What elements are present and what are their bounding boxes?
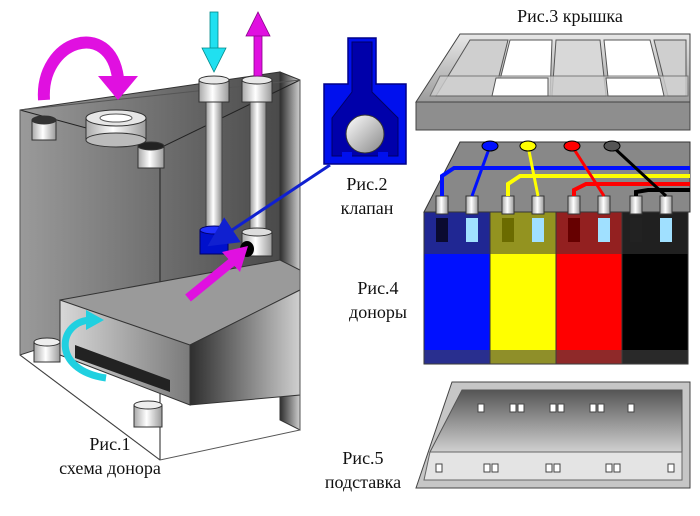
fig4-title: Рис.4	[357, 278, 399, 298]
fig1-title: Рис.1	[89, 434, 131, 454]
fig4-caption: доноры	[349, 302, 407, 322]
fig1-label: Рис.1 схема донора	[20, 432, 200, 480]
cyan-down-arrow	[201, 11, 227, 73]
fig2-label: Рис.2 клапан	[322, 172, 412, 220]
top-port-right	[137, 141, 165, 169]
stand-pins	[435, 403, 675, 473]
magenta-curved-arrow	[37, 36, 138, 101]
top-port-left	[31, 115, 57, 141]
fill-port	[85, 109, 147, 148]
donors	[423, 140, 691, 365]
stand	[415, 381, 691, 489]
fig5-label: Рис.5 подставка	[304, 446, 422, 494]
bottom-port-right	[133, 400, 163, 428]
fig1-caption: схема донора	[59, 458, 161, 478]
bottom-port-left	[33, 337, 61, 363]
fig2-title: Рис.2	[346, 174, 388, 194]
tube-right	[240, 75, 273, 257]
magenta-up-arrow	[245, 11, 271, 77]
lid	[415, 33, 691, 131]
cyan-curved-arrow	[61, 310, 107, 382]
fig5-caption: подставка	[324, 472, 402, 492]
fig5-title: Рис.5	[342, 448, 384, 468]
fig3-label: Рис.3 крышка	[517, 6, 623, 26]
magenta-diagonal-arrow	[185, 246, 248, 302]
fig4-label: Рис.4 доноры	[336, 276, 420, 324]
valve-closeup	[207, 37, 407, 247]
fig2-caption: клапан	[340, 198, 394, 218]
donor-scheme	[19, 11, 301, 461]
